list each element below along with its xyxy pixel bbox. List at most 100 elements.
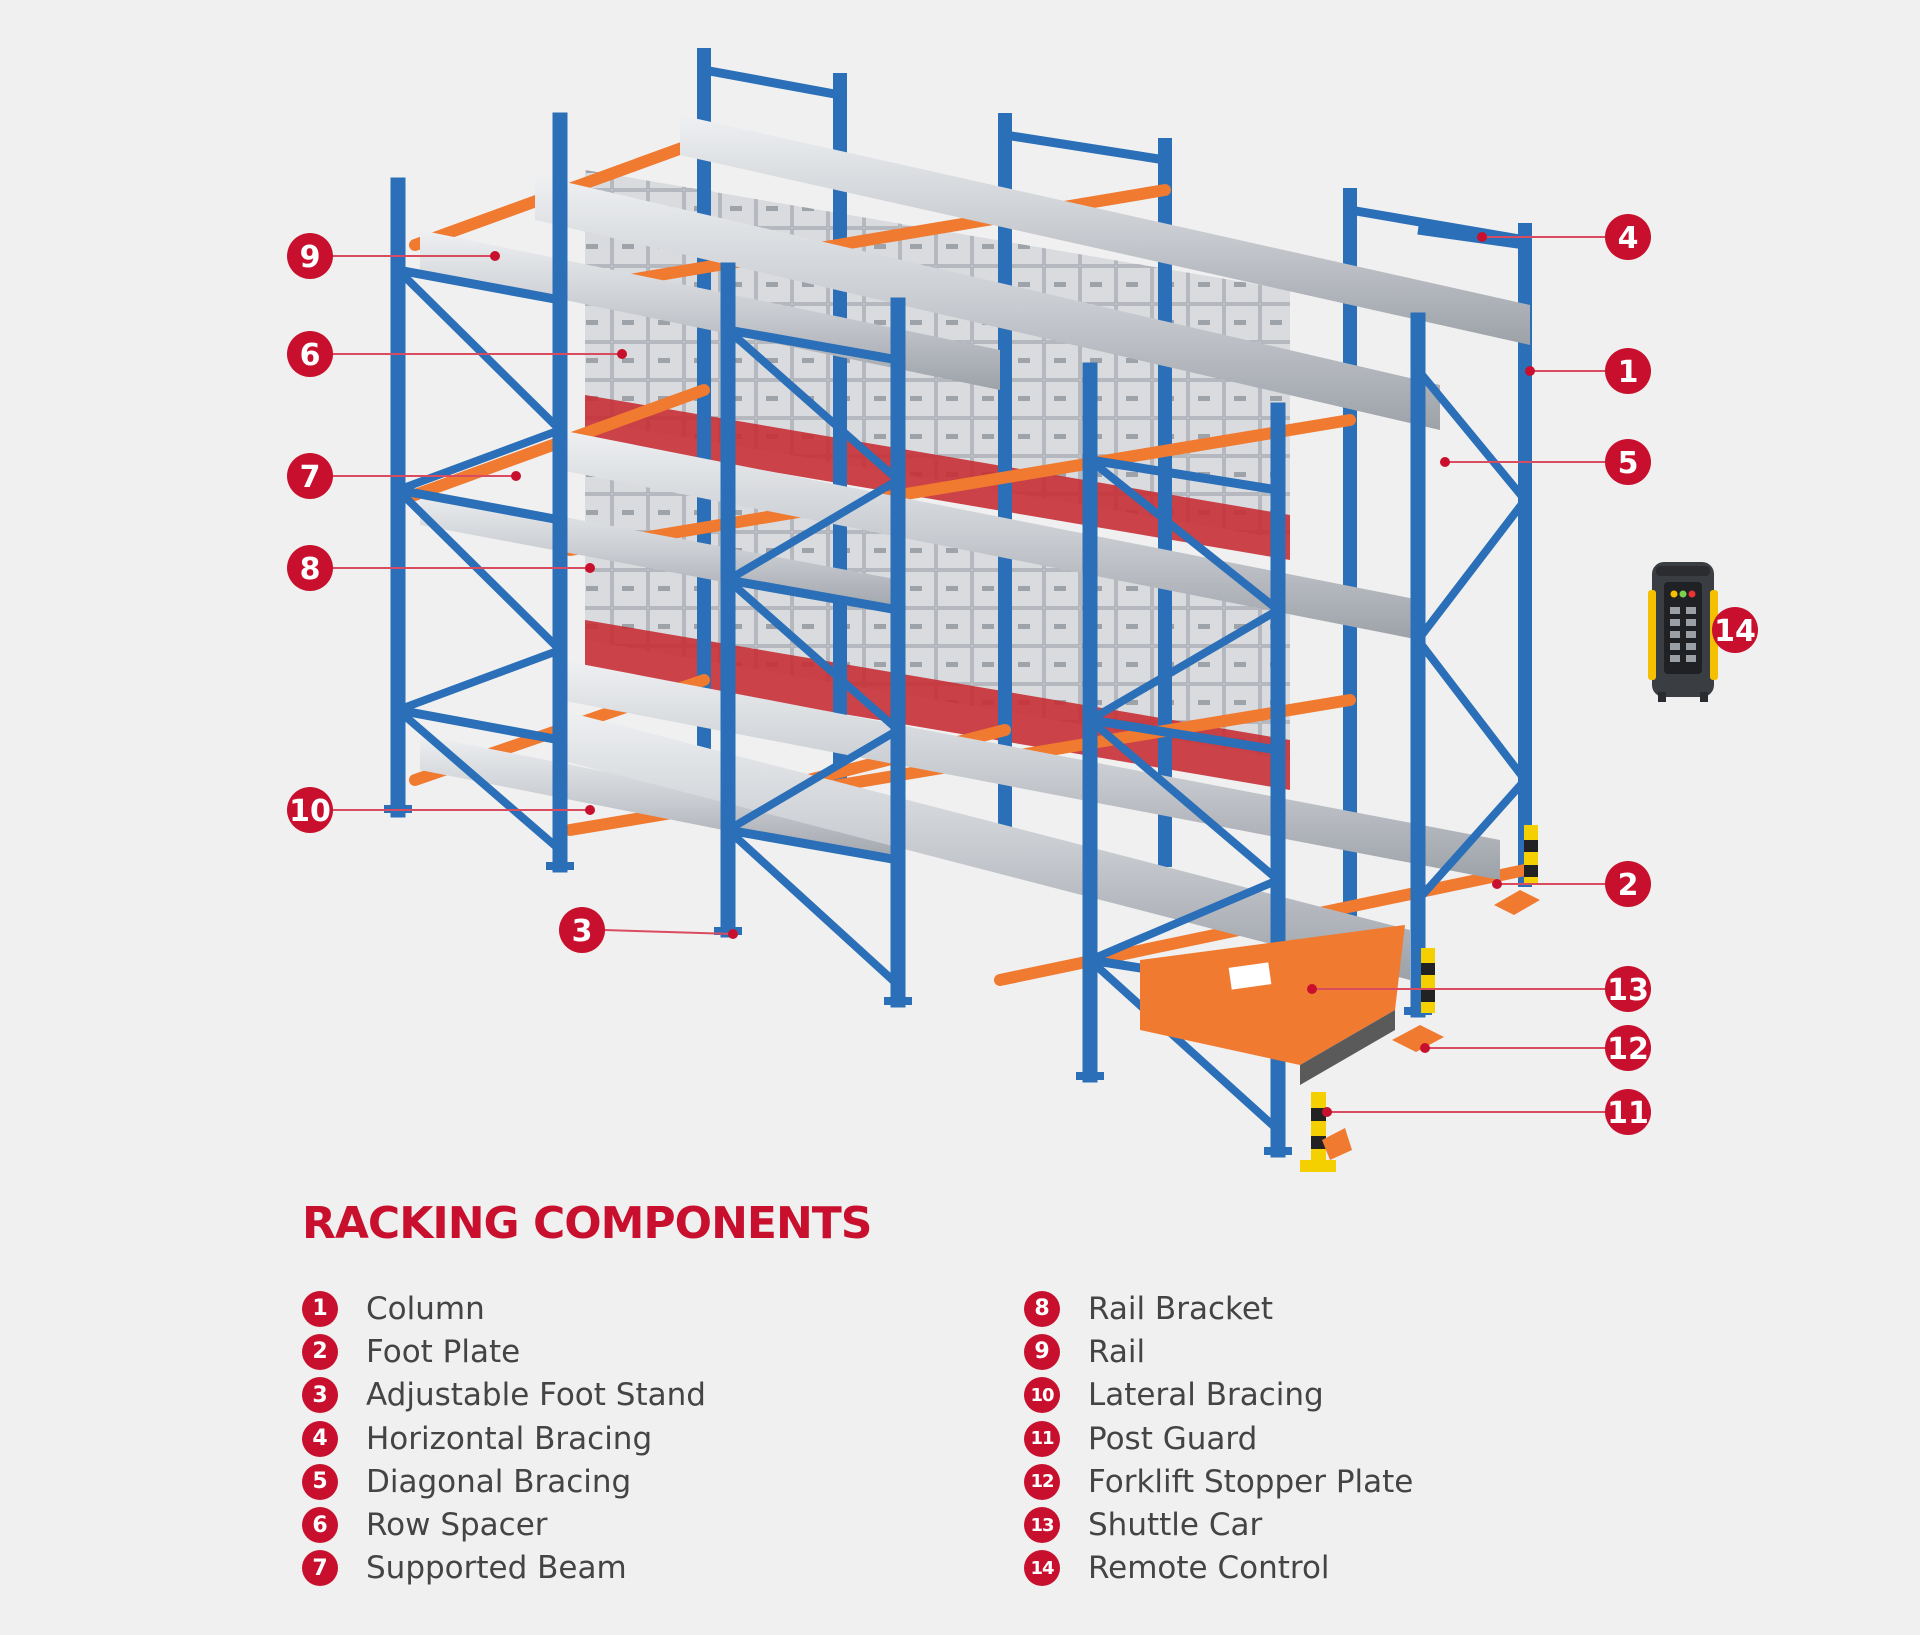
callout-9: 9: [287, 233, 500, 279]
legend-label: Foot Plate: [366, 1333, 521, 1370]
leader-dot: [1525, 366, 1535, 376]
legend-badge: 11: [1024, 1420, 1060, 1457]
callout-1: 1: [1525, 348, 1651, 394]
legend-badge: 9: [1024, 1333, 1060, 1370]
callout-number: 4: [1618, 221, 1639, 256]
stopper-plate-icon: [1322, 1025, 1444, 1160]
callout-8: 8: [287, 545, 595, 591]
callout-badge: [559, 907, 605, 953]
callout-number: 5: [1618, 446, 1639, 481]
legend-item: 10 Lateral Bracing: [1024, 1374, 1413, 1417]
callout-badge: [1605, 214, 1651, 260]
legend-label: Diagonal Bracing: [366, 1463, 632, 1500]
callout-number: 7: [300, 460, 321, 495]
leader-dot: [1477, 232, 1487, 242]
leader-line: [603, 929, 734, 935]
leader-dot: [1420, 1043, 1430, 1053]
legend-item: 6 Row Spacer: [302, 1503, 706, 1546]
callout-3: 3: [559, 907, 738, 953]
callout-number: 10: [289, 794, 331, 829]
legend-label: Row Spacer: [366, 1507, 548, 1544]
callout-4: 4: [1477, 214, 1651, 260]
callout-number: 14: [1714, 614, 1756, 649]
leader-dot: [585, 563, 595, 573]
shuttle-car-icon: [1140, 925, 1405, 1085]
leader-dot: [1440, 457, 1450, 467]
legend-title: RACKING COMPONENTS: [302, 1198, 872, 1249]
legend-badge: 13: [1024, 1507, 1060, 1544]
callout-badge: [1605, 348, 1651, 394]
legend-label: Shuttle Car: [1088, 1507, 1263, 1544]
leader-dot: [585, 805, 595, 815]
callout-6: 6: [287, 331, 627, 377]
legend-badge: 10: [1024, 1377, 1060, 1414]
legend-badge: 14: [1024, 1550, 1060, 1587]
callout-2: 2: [1492, 861, 1651, 907]
legend-badge: 12: [1024, 1463, 1060, 1500]
callout-badge: [1605, 439, 1651, 485]
legend-badge: 7: [302, 1550, 338, 1587]
legend-item: 9 Rail: [1024, 1330, 1413, 1373]
leader-dot: [490, 251, 500, 261]
leader-dot: [511, 471, 521, 481]
callout-badge: [1712, 607, 1758, 653]
callout-14: 14: [1712, 607, 1758, 653]
legend-badge: 1: [302, 1290, 338, 1327]
callout-number: 11: [1607, 1096, 1649, 1131]
legend-label: Column: [366, 1290, 485, 1327]
legend-badge: 3: [302, 1377, 338, 1414]
callout-badge: [1605, 1025, 1651, 1071]
callout-number: 8: [300, 552, 321, 587]
callout-number: 9: [300, 240, 321, 275]
legend-label: Horizontal Bracing: [366, 1420, 653, 1457]
callout-badge: [1605, 1089, 1651, 1135]
leader-dot: [1307, 984, 1317, 994]
legend-label: Lateral Bracing: [1088, 1377, 1324, 1414]
leader-dot: [1322, 1107, 1332, 1117]
callout-number: 3: [572, 914, 593, 949]
legend-label: Forklift Stopper Plate: [1088, 1463, 1414, 1500]
callout-badge: [1605, 966, 1651, 1012]
legend-item: 13 Shuttle Car: [1024, 1503, 1413, 1546]
remote-control-icon: [1648, 562, 1718, 702]
legend-column-right: 8 Rail Bracket 9 Rail 10 Lateral Bracing 11 Pos…: [1024, 1287, 1413, 1590]
legend-badge: 2: [302, 1333, 338, 1370]
legend-item: 1 Column: [302, 1287, 706, 1330]
callout-badge: [287, 233, 333, 279]
legend-badge: 8: [1024, 1290, 1060, 1327]
callout-13: 13: [1307, 966, 1651, 1012]
racking-diagram: 9 6 7 8 10 3 4 1 5 2 13 12 11 14: [287, 48, 1758, 1172]
leader-dot: [728, 929, 738, 939]
pallet-lower: [585, 620, 1290, 790]
callout-badge: [287, 787, 333, 833]
legend-label: Rail: [1088, 1333, 1146, 1370]
callout-badge: [287, 331, 333, 377]
callout-badge: [1605, 861, 1651, 907]
callouts: 9 6 7 8 10 3 4 1 5 2 13 12 11 14: [287, 214, 1758, 1135]
callout-number: 2: [1618, 868, 1639, 903]
callout-number: 12: [1607, 1032, 1649, 1067]
legend-item: 5 Diagonal Bracing: [302, 1460, 706, 1503]
callout-number: 6: [300, 338, 321, 373]
callout-10: 10: [287, 787, 595, 833]
legend-badge: 5: [302, 1463, 338, 1500]
legend-label: Adjustable Foot Stand: [366, 1377, 706, 1414]
callout-number: 13: [1607, 973, 1649, 1008]
diagonal-bracing: [395, 267, 1529, 1133]
callout-badge: [287, 453, 333, 499]
callout-number: 1: [1618, 355, 1639, 390]
legend-item: 8 Rail Bracket: [1024, 1287, 1413, 1330]
pallet-upper: [585, 395, 1290, 560]
callout-7: 7: [287, 453, 521, 499]
legend-label: Rail Bracket: [1088, 1290, 1274, 1327]
racking-illustration: [384, 48, 1718, 1172]
legend-badge: 6: [302, 1507, 338, 1544]
callout-badge: [287, 545, 333, 591]
leader-dot: [1492, 879, 1502, 889]
callout-12: 12: [1420, 1025, 1651, 1071]
legend-item: 12 Forklift Stopper Plate: [1024, 1460, 1413, 1503]
legend-label: Post Guard: [1088, 1420, 1258, 1457]
